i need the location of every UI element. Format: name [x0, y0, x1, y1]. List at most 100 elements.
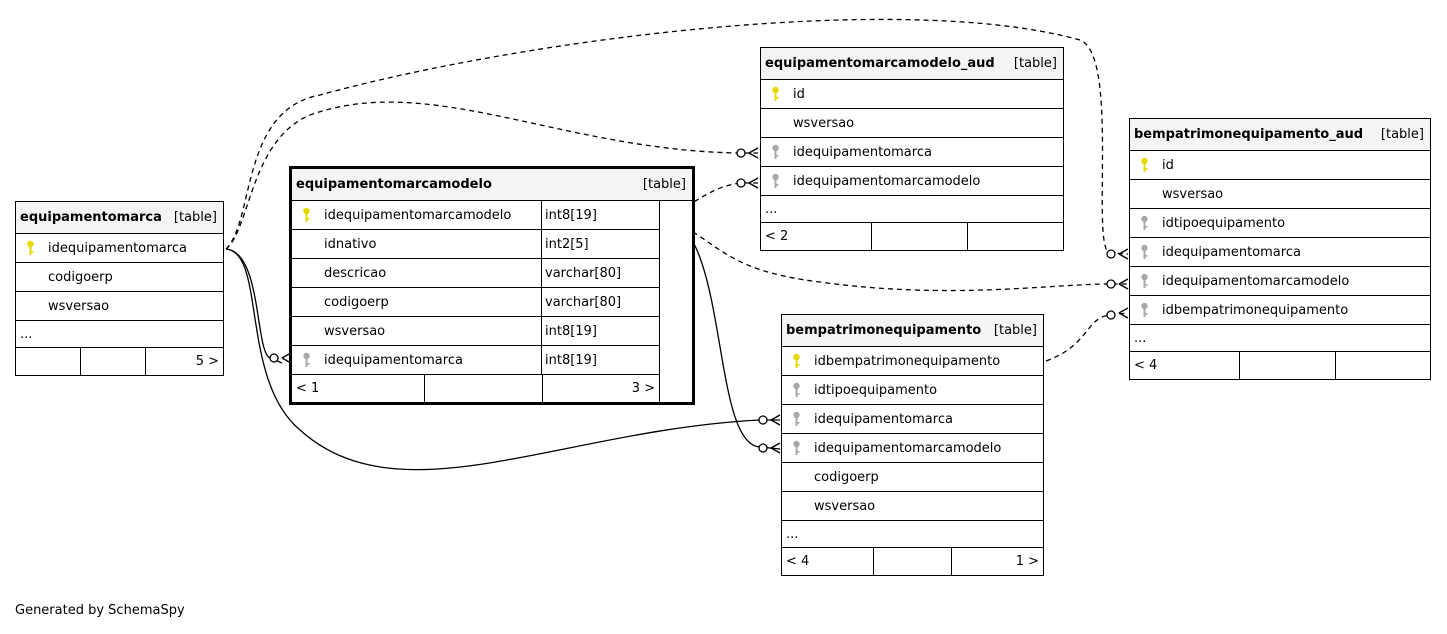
footer-parents[interactable]: < 1	[292, 375, 425, 402]
column-row[interactable]: idequipamentomarca	[16, 234, 223, 263]
table-header: bempatrimonequipamento_aud [table]	[1130, 119, 1430, 151]
endpoint-bempatrimonequipamento-idequipamentomarcamodelo	[758, 442, 781, 454]
table-name: equipamentomarcamodelo_aud	[765, 56, 995, 71]
column-name: idnativo	[324, 236, 377, 252]
endpoint-equipamentomarcamodelo-idequipamentomarca	[269, 352, 292, 364]
footer-middle	[1240, 352, 1336, 379]
column-row[interactable]: wsversao	[16, 292, 223, 321]
column-name: idequipamentomarca	[1162, 244, 1301, 260]
column-row[interactable]: idtipoequipamento	[782, 376, 1043, 405]
foreign-key-icon	[1130, 215, 1158, 231]
column-row[interactable]: idequipamentomarca	[1130, 238, 1430, 267]
column-row[interactable]: wsversao	[761, 109, 1063, 138]
foreign-key-icon	[782, 411, 810, 427]
column-row[interactable]: codigoerp	[16, 263, 223, 292]
column-row[interactable]: idequipamentomarcamodelo int8[19]	[292, 201, 660, 230]
column-row[interactable]: wsversao int8[19]	[292, 317, 660, 346]
column-row[interactable]: id	[761, 80, 1063, 109]
endpoint-aud-idequipamentomarcamodelo	[736, 177, 759, 189]
footer-children[interactable]: 5 >	[195, 354, 219, 369]
table-name: equipamentomarca	[20, 210, 162, 225]
column-type: varchar[80]	[541, 288, 659, 316]
table-name: bempatrimonequipamento_aud	[1134, 127, 1364, 142]
table-kind: [table]	[642, 177, 686, 192]
column-row[interactable]: idequipamentomarcamodelo	[1130, 267, 1430, 296]
table-equipamentomarca[interactable]: equipamentomarca [table] idequipamentoma…	[15, 201, 224, 376]
footer-children[interactable]: 1 >	[1015, 554, 1039, 569]
column-type: int8[19]	[541, 317, 659, 345]
edge-equipamentomarca-to-equipamentomarcamodelo	[225, 248, 283, 364]
endpoint-aud-idequipamentomarca	[736, 147, 759, 159]
table-footer: 5 >	[16, 348, 223, 375]
table-footer: < 2	[761, 223, 1063, 250]
column-type: int8[19]	[541, 346, 659, 374]
foreign-key-icon	[782, 382, 810, 398]
column-row[interactable]: wsversao	[782, 492, 1043, 521]
table-header: equipamentomarcamodelo_aud [table]	[761, 48, 1063, 80]
table-name: bempatrimonequipamento	[786, 323, 982, 338]
footer-parents[interactable]: < 4	[782, 548, 874, 575]
more-columns: ...	[782, 521, 1043, 548]
column-name: idequipamentomarca	[793, 144, 932, 160]
column-row[interactable]: idequipamentomarcamodelo	[761, 167, 1063, 196]
primary-key-icon	[1130, 157, 1158, 173]
table-footer: < 4	[1130, 352, 1430, 379]
column-name: idbempatrimonequipamento	[1162, 302, 1349, 318]
column-name: idequipamentomarca	[324, 352, 463, 368]
footer-middle	[81, 348, 146, 375]
endpoint-bempatrimonequipamento-idequipamentomarca	[758, 414, 781, 426]
footer-children[interactable]	[968, 223, 1063, 250]
column-row[interactable]: idnativo int2[5]	[292, 230, 660, 259]
foreign-key-icon	[1130, 302, 1158, 318]
table-equipamentomarcamodelo[interactable]: equipamentomarcamodelo [table] idequipam…	[289, 166, 695, 405]
more-columns: ...	[1130, 325, 1430, 352]
primary-key-icon	[16, 240, 44, 256]
column-name: idequipamentomarca	[48, 240, 187, 256]
column-name: idequipamentomarca	[814, 411, 953, 427]
footer-children[interactable]	[1336, 352, 1430, 379]
column-row[interactable]: wsversao	[1130, 180, 1430, 209]
column-name: idequipamentomarcamodelo	[793, 173, 981, 189]
column-name: wsversao	[48, 298, 110, 314]
table-bempatrimonequipamento-aud[interactable]: bempatrimonequipamento_aud [table] id wsv…	[1129, 118, 1431, 380]
column-type: int2[5]	[541, 230, 659, 258]
column-row[interactable]: idequipamentomarcamodelo	[782, 434, 1043, 463]
footer-parents[interactable]	[16, 348, 81, 375]
column-row[interactable]: idbempatrimonequipamento	[1130, 296, 1430, 325]
table-kind: [table]	[1013, 56, 1057, 71]
column-type: varchar[80]	[541, 259, 659, 287]
column-name: wsversao	[324, 323, 386, 339]
table-bempatrimonequipamento[interactable]: bempatrimonequipamento [table] idbempatr…	[781, 314, 1044, 576]
more-columns: ...	[16, 321, 223, 348]
column-type: int8[19]	[541, 201, 659, 229]
column-row[interactable]: id	[1130, 151, 1430, 180]
column-row[interactable]: idequipamentomarca	[782, 405, 1043, 434]
column-row[interactable]: idtipoequipamento	[1130, 209, 1430, 238]
table-name: equipamentomarcamodelo	[296, 177, 492, 192]
footer-parents[interactable]: < 4	[1130, 352, 1240, 379]
table-footer: < 4 1 >	[782, 548, 1043, 575]
endpoint-bpe-aud-idbempatrimonequipamento	[1106, 307, 1129, 320]
primary-key-icon	[292, 207, 320, 223]
column-row[interactable]: codigoerp	[782, 463, 1043, 492]
footer-children[interactable]: 3 >	[631, 381, 655, 396]
table-header: equipamentomarcamodelo [table]	[292, 169, 692, 201]
generated-by-credit: Generated by SchemaSpy	[15, 603, 185, 618]
column-name: idtipoequipamento	[1162, 215, 1286, 231]
column-name: idequipamentomarcamodelo	[814, 440, 1002, 456]
edge-equipamentomarca-to-bempatrimonequipamento-aud	[225, 18, 1129, 255]
edge-equipamentomarca-to-equipamentomarcamodelo-aud	[225, 101, 758, 250]
column-row[interactable]: idbempatrimonequipamento	[782, 347, 1043, 376]
column-name: idequipamentomarcamodelo	[324, 207, 512, 223]
foreign-key-icon	[761, 144, 789, 160]
footer-middle	[874, 548, 952, 575]
column-name: wsversao	[1162, 186, 1224, 202]
table-kind: [table]	[173, 210, 217, 225]
column-row[interactable]: idequipamentomarca	[761, 138, 1063, 167]
table-kind: [table]	[993, 323, 1037, 338]
column-row[interactable]: idequipamentomarca int8[19]	[292, 346, 660, 375]
footer-parents[interactable]: < 2	[761, 223, 872, 250]
